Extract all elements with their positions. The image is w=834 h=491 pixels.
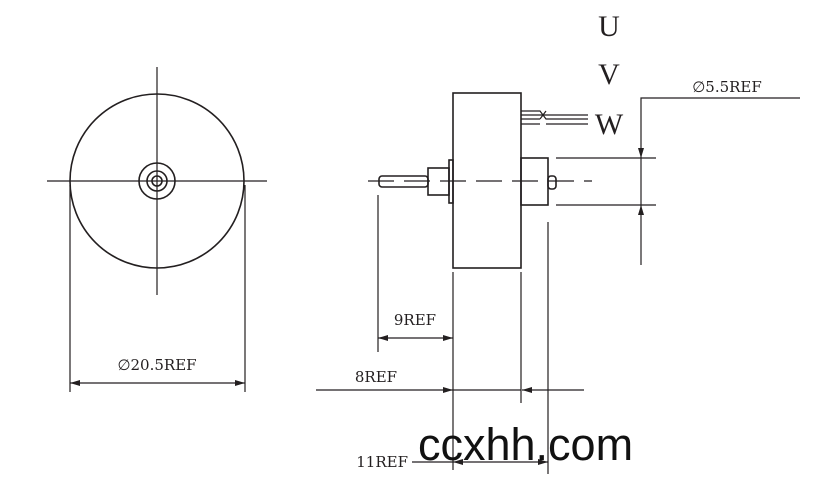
watermark: ccxhh.com bbox=[418, 419, 634, 470]
wire-label-u: U bbox=[598, 10, 620, 43]
lead-wires bbox=[521, 110, 588, 125]
side-view: U V W ∅5.5REF 9REF 8REF 11REF bbox=[316, 10, 800, 474]
front-offset-label: 8REF bbox=[355, 368, 397, 386]
boss-diameter-label: ∅5.5REF bbox=[692, 78, 762, 96]
shaft-length-label: 9REF bbox=[394, 311, 436, 329]
body-length-label: 11REF bbox=[356, 453, 408, 471]
rear-shaft-end bbox=[547, 175, 557, 190]
boss-diameter-leader-top bbox=[638, 97, 800, 158]
wire-label-w: W bbox=[595, 108, 624, 141]
diameter-label: ∅20.5REF bbox=[117, 356, 196, 374]
front-view: ∅20.5REF bbox=[47, 67, 267, 392]
wire-label-v: V bbox=[598, 58, 620, 91]
